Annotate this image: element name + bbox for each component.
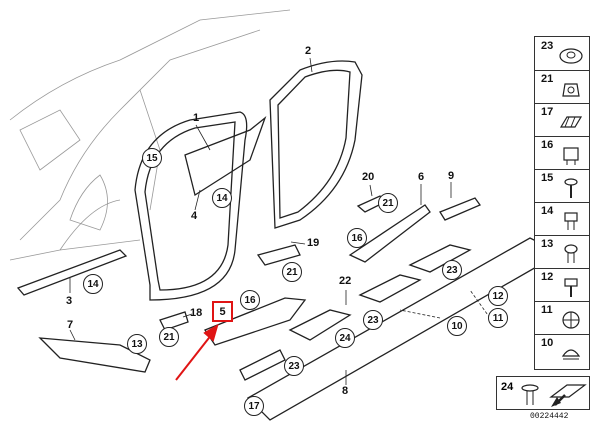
highlight-arrow xyxy=(175,323,219,381)
callout-23-mid: 23 xyxy=(363,310,383,330)
label-3: 3 xyxy=(66,295,73,307)
label-1: 1 xyxy=(193,112,200,124)
sidebar-row-16: 16 xyxy=(535,136,589,170)
label-7: 7 xyxy=(67,319,74,331)
label-9: 9 xyxy=(448,170,455,182)
sidebar-row-13: 13 xyxy=(535,235,589,269)
label-18: 18 xyxy=(190,307,203,319)
callout-16-low: 16 xyxy=(240,290,260,310)
label-20: 20 xyxy=(362,171,375,183)
highlight-callout-5: 5 xyxy=(212,301,233,322)
parts-sidebar: 23 21 17 16 15 14 13 12 xyxy=(534,36,590,370)
sidebar-row-12: 12 xyxy=(535,268,589,302)
callout-21-mid: 21 xyxy=(282,262,302,282)
label-22: 22 xyxy=(339,275,352,287)
callout-11: 11 xyxy=(488,308,508,328)
label-6: 6 xyxy=(418,171,425,183)
grommet-icon xyxy=(561,349,581,360)
sidebar-row-17: 17 xyxy=(535,103,589,137)
callout-15: 15 xyxy=(142,148,162,168)
callout-24: 24 xyxy=(335,328,355,348)
clip-round-icon xyxy=(559,48,583,64)
callout-17: 17 xyxy=(244,396,264,416)
callout-23-right: 23 xyxy=(442,260,462,280)
direction-arrow-icon xyxy=(549,384,587,407)
sidebar-row-14: 14 xyxy=(535,202,589,236)
double-clip-icon xyxy=(559,116,583,128)
document-number: 00224442 xyxy=(530,412,569,421)
label-4: 4 xyxy=(191,210,198,222)
callout-21-low: 21 xyxy=(159,327,179,347)
sidebar-row-11: 11 xyxy=(535,301,589,335)
push-pin-icon xyxy=(521,384,539,405)
nut-clip-icon xyxy=(562,83,580,97)
sidebar-row-15: 15 xyxy=(535,169,589,203)
callout-13: 13 xyxy=(127,334,147,354)
sidebar-row-21: 21 xyxy=(535,70,589,104)
callout-12: 12 xyxy=(488,286,508,306)
plug-clip-icon xyxy=(564,212,578,230)
sidebar-row-10: 10 xyxy=(535,334,589,367)
label-2: 2 xyxy=(305,45,312,57)
callout-21-upper: 21 xyxy=(378,193,398,213)
callout-14-sill: 14 xyxy=(83,274,103,294)
hex-bolt-icon xyxy=(564,278,578,297)
callout-14: 14 xyxy=(212,188,232,208)
square-clip-icon xyxy=(563,147,579,165)
callout-16-upper: 16 xyxy=(347,228,367,248)
spread-rivet-icon xyxy=(562,311,580,329)
label-19: 19 xyxy=(307,237,320,249)
callout-10: 10 xyxy=(447,316,467,336)
expansion-rivet-icon xyxy=(564,244,578,263)
screw-icon xyxy=(564,178,578,198)
callout-23-left: 23 xyxy=(284,356,304,376)
legend-24: 24 xyxy=(496,376,590,410)
sidebar-row-23: 23 xyxy=(535,37,589,71)
label-8: 8 xyxy=(342,385,349,397)
